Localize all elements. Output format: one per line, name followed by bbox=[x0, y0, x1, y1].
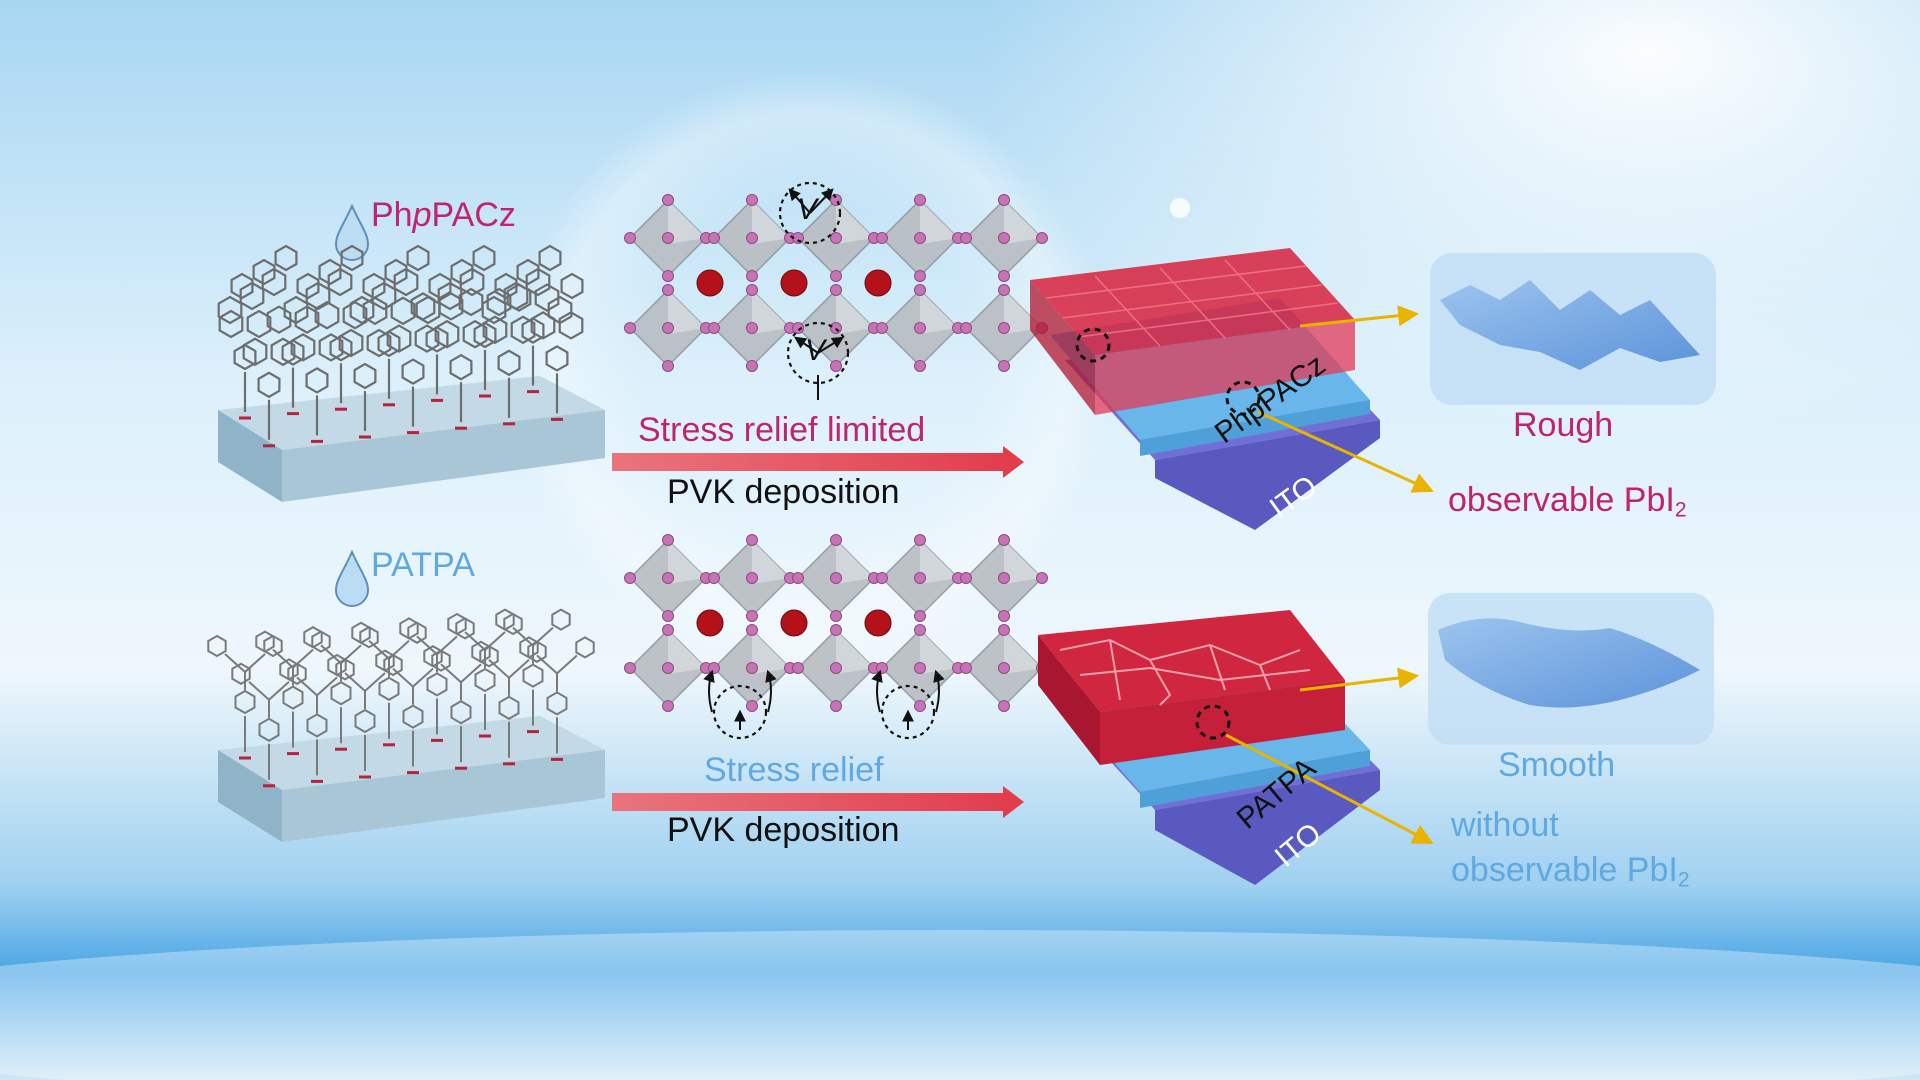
vacancy-symbol-top: V bbox=[797, 193, 818, 226]
vacancy-arrows-bottom bbox=[703, 669, 945, 730]
device-stack-bottom bbox=[1038, 610, 1434, 885]
pbi2-label-bottom-line1: without bbox=[1451, 806, 1559, 844]
perovskite-lattice-top bbox=[624, 194, 1048, 372]
arrow-right-icon bbox=[612, 446, 1024, 478]
surface-map-smooth bbox=[1428, 593, 1714, 745]
perovskite-lattice-bottom bbox=[624, 534, 1048, 712]
arrow-right-icon bbox=[612, 786, 1024, 818]
device-stack-top bbox=[1030, 248, 1434, 530]
process-label-bottom: Stress relief bbox=[704, 751, 884, 789]
vacancy-arrows-top bbox=[788, 188, 845, 400]
vacancy-symbol-bottom: V bbox=[805, 334, 826, 367]
deposition-label-top: PVK deposition bbox=[667, 473, 900, 511]
surface-map-rough bbox=[1430, 253, 1716, 405]
pbi2-label-bottom-line2: observable PbI2 bbox=[1451, 851, 1690, 892]
process-label-top: Stress relief limited bbox=[638, 411, 926, 449]
lens-flare-dot bbox=[1170, 198, 1190, 218]
deposition-label-bottom: PVK deposition bbox=[667, 811, 900, 849]
vacancy-circle-icon bbox=[778, 181, 850, 385]
molecule-label-phppacz: PhpPACz bbox=[371, 196, 516, 234]
droplet-icon bbox=[334, 549, 370, 607]
sam-molecules-phppacz bbox=[217, 244, 584, 448]
morphology-label-rough: Rough bbox=[1513, 406, 1614, 444]
molecule-label-patpa: PATPA bbox=[371, 546, 475, 584]
droplet-icon bbox=[334, 203, 370, 261]
morphology-label-smooth: Smooth bbox=[1498, 746, 1616, 784]
bottom-shine bbox=[0, 930, 1920, 1080]
pbi2-label-top: observable PbI2 bbox=[1448, 481, 1687, 522]
sam-molecules-patpa bbox=[207, 608, 595, 788]
vacancy-circle-icon bbox=[712, 684, 936, 740]
